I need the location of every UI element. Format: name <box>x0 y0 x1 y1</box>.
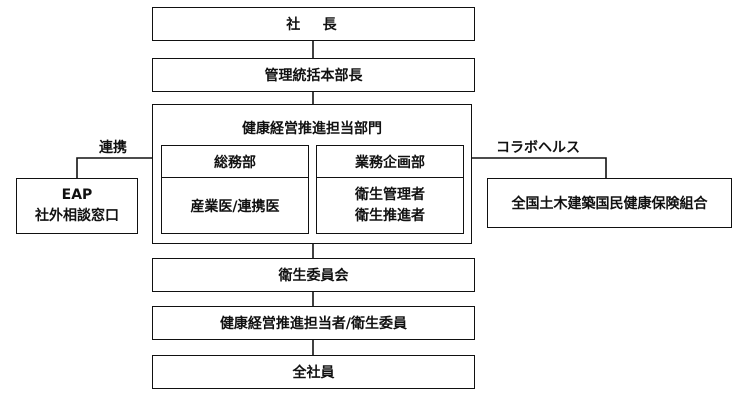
hygiene-committee-box: 衛生委員会 <box>152 258 475 292</box>
promoters-box: 健康経営推進担当者/衛生委員 <box>152 306 475 340</box>
all-employees-box: 全社員 <box>152 355 475 389</box>
president-box: 社 長 <box>152 7 475 41</box>
business-planning-header-box: 業務企画部 <box>316 145 464 178</box>
all-employees-label: 全社員 <box>292 365 335 381</box>
general-affairs-content-box: 産業医/連携医 <box>161 177 309 234</box>
connector-right-partner <box>471 157 607 178</box>
hygiene-committee-label: 衛生委員会 <box>278 268 349 284</box>
right-partner-name: 全国土木建築国民健康保険組合 <box>511 196 708 212</box>
business-planning-header: 業務企画部 <box>355 154 425 171</box>
left-partner-line-1: EAP <box>61 187 93 203</box>
health-department-title: 健康経営推進担当部門 <box>242 121 382 137</box>
business-planning-content-box: 衛生管理者 衛生推進者 <box>316 177 464 234</box>
business-planning-line-2: 衛生推進者 <box>355 207 425 224</box>
general-affairs-header-box: 総務部 <box>161 145 309 178</box>
supervisor-box: 管理統括本部長 <box>152 58 475 92</box>
business-planning-line-1: 衛生管理者 <box>355 186 425 203</box>
general-affairs-header: 総務部 <box>214 154 256 171</box>
connector-left-partner <box>76 157 154 178</box>
supervisor-label: 管理統括本部長 <box>264 68 363 84</box>
general-affairs-content: 産業医/連携医 <box>190 198 280 215</box>
left-partner-box: EAP 社外相談窓口 <box>16 178 138 234</box>
right-relation-label: コラボヘルス <box>496 140 580 156</box>
promoters-label: 健康経営推進担当者/衛生委員 <box>219 316 408 332</box>
right-partner-box: 全国土木建築国民健康保険組合 <box>487 178 732 228</box>
president-label: 社 長 <box>286 17 341 33</box>
left-partner-line-2: 社外相談窓口 <box>35 208 119 224</box>
left-relation-label: 連携 <box>99 140 127 156</box>
